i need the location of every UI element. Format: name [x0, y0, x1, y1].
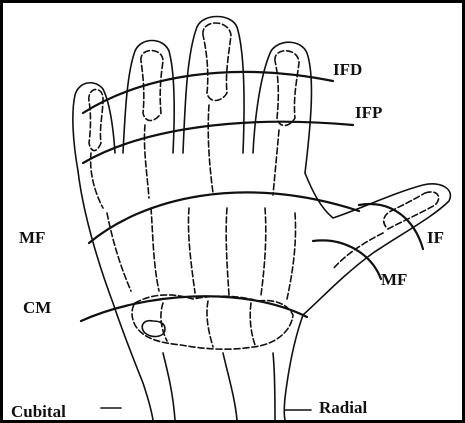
radius-inner — [223, 353, 237, 420]
ulna — [163, 353, 175, 420]
carpal-inner-2 — [207, 301, 213, 347]
middle-finger-bones — [203, 23, 231, 193]
label-ifp: IFP — [355, 103, 382, 122]
mf-joint-line — [89, 192, 359, 243]
label-cm: CM — [23, 298, 51, 317]
metacarpal-1 — [107, 213, 131, 291]
hand-drawing: IFD IFP MF CM IF MF Cubital Radial — [3, 3, 462, 420]
metacarpal-5 — [261, 208, 266, 295]
metacarpal-6 — [287, 213, 296, 299]
cm-joint-line — [81, 296, 307, 321]
label-radial: Radial — [319, 398, 367, 417]
thumb-bones — [333, 192, 439, 269]
metacarpal-2 — [151, 208, 159, 291]
label-mf-thumb: MF — [381, 270, 407, 289]
label-cubital: Cubital — [11, 402, 66, 420]
index-finger-outline — [253, 42, 311, 173]
pisiform-bone — [142, 321, 165, 337]
carpal-inner-3 — [250, 303, 255, 345]
middle-finger-outline — [183, 17, 244, 154]
metacarpal-4 — [226, 208, 229, 295]
label-mf-left: MF — [19, 228, 45, 247]
label-if-thumb: IF — [427, 228, 444, 247]
palm-ulnar-outline — [78, 171, 153, 420]
label-ifd: IFD — [333, 60, 362, 79]
ring-finger-bones — [141, 51, 163, 199]
radius-outer — [273, 353, 275, 420]
metacarpal-3 — [188, 208, 195, 293]
